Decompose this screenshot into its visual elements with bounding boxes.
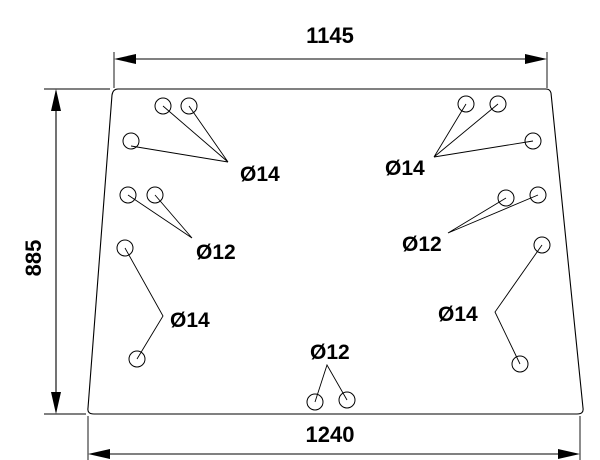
height-arrow-top xyxy=(51,89,61,111)
callout-lower-right-14: Ø14 xyxy=(438,303,478,326)
leader-line xyxy=(494,244,543,365)
height-dimension: 885 xyxy=(21,88,110,415)
leader-line xyxy=(447,194,539,234)
top-arrow-right xyxy=(525,54,547,64)
bottom-arrow-left xyxy=(88,449,110,459)
top-arrow-left xyxy=(114,54,136,64)
leader-line xyxy=(127,194,193,239)
leader-line xyxy=(314,363,348,403)
callout-lower-left-14: Ø14 xyxy=(170,309,210,332)
callout-upper-right-14: Ø14 xyxy=(385,157,425,180)
callout-upper-left-14: Ø14 xyxy=(240,163,280,186)
height-arrow-bottom xyxy=(51,392,61,414)
leader-lines xyxy=(124,103,543,403)
bottom-arrow-right xyxy=(558,449,580,459)
top-width-label: 1145 xyxy=(306,23,354,48)
bottom-width-label: 1240 xyxy=(306,422,355,447)
bottom-width-dimension: 1240 xyxy=(87,416,581,460)
hole xyxy=(122,132,140,150)
hole-callouts: Ø14 Ø12 Ø14 Ø14 Ø12 Ø14 Ø12 xyxy=(170,157,478,364)
callout-mid-right-12: Ø12 xyxy=(402,233,442,256)
height-label: 885 xyxy=(21,240,46,277)
leader-line xyxy=(433,140,534,158)
callout-mid-left-12: Ø12 xyxy=(196,241,236,264)
leader-line xyxy=(162,105,229,163)
leader-line xyxy=(124,247,164,360)
top-width-dimension: 1145 xyxy=(113,23,548,88)
leader-line xyxy=(130,145,229,163)
callout-bottom-center-12: Ø12 xyxy=(310,341,350,364)
panel-outline xyxy=(87,88,584,415)
